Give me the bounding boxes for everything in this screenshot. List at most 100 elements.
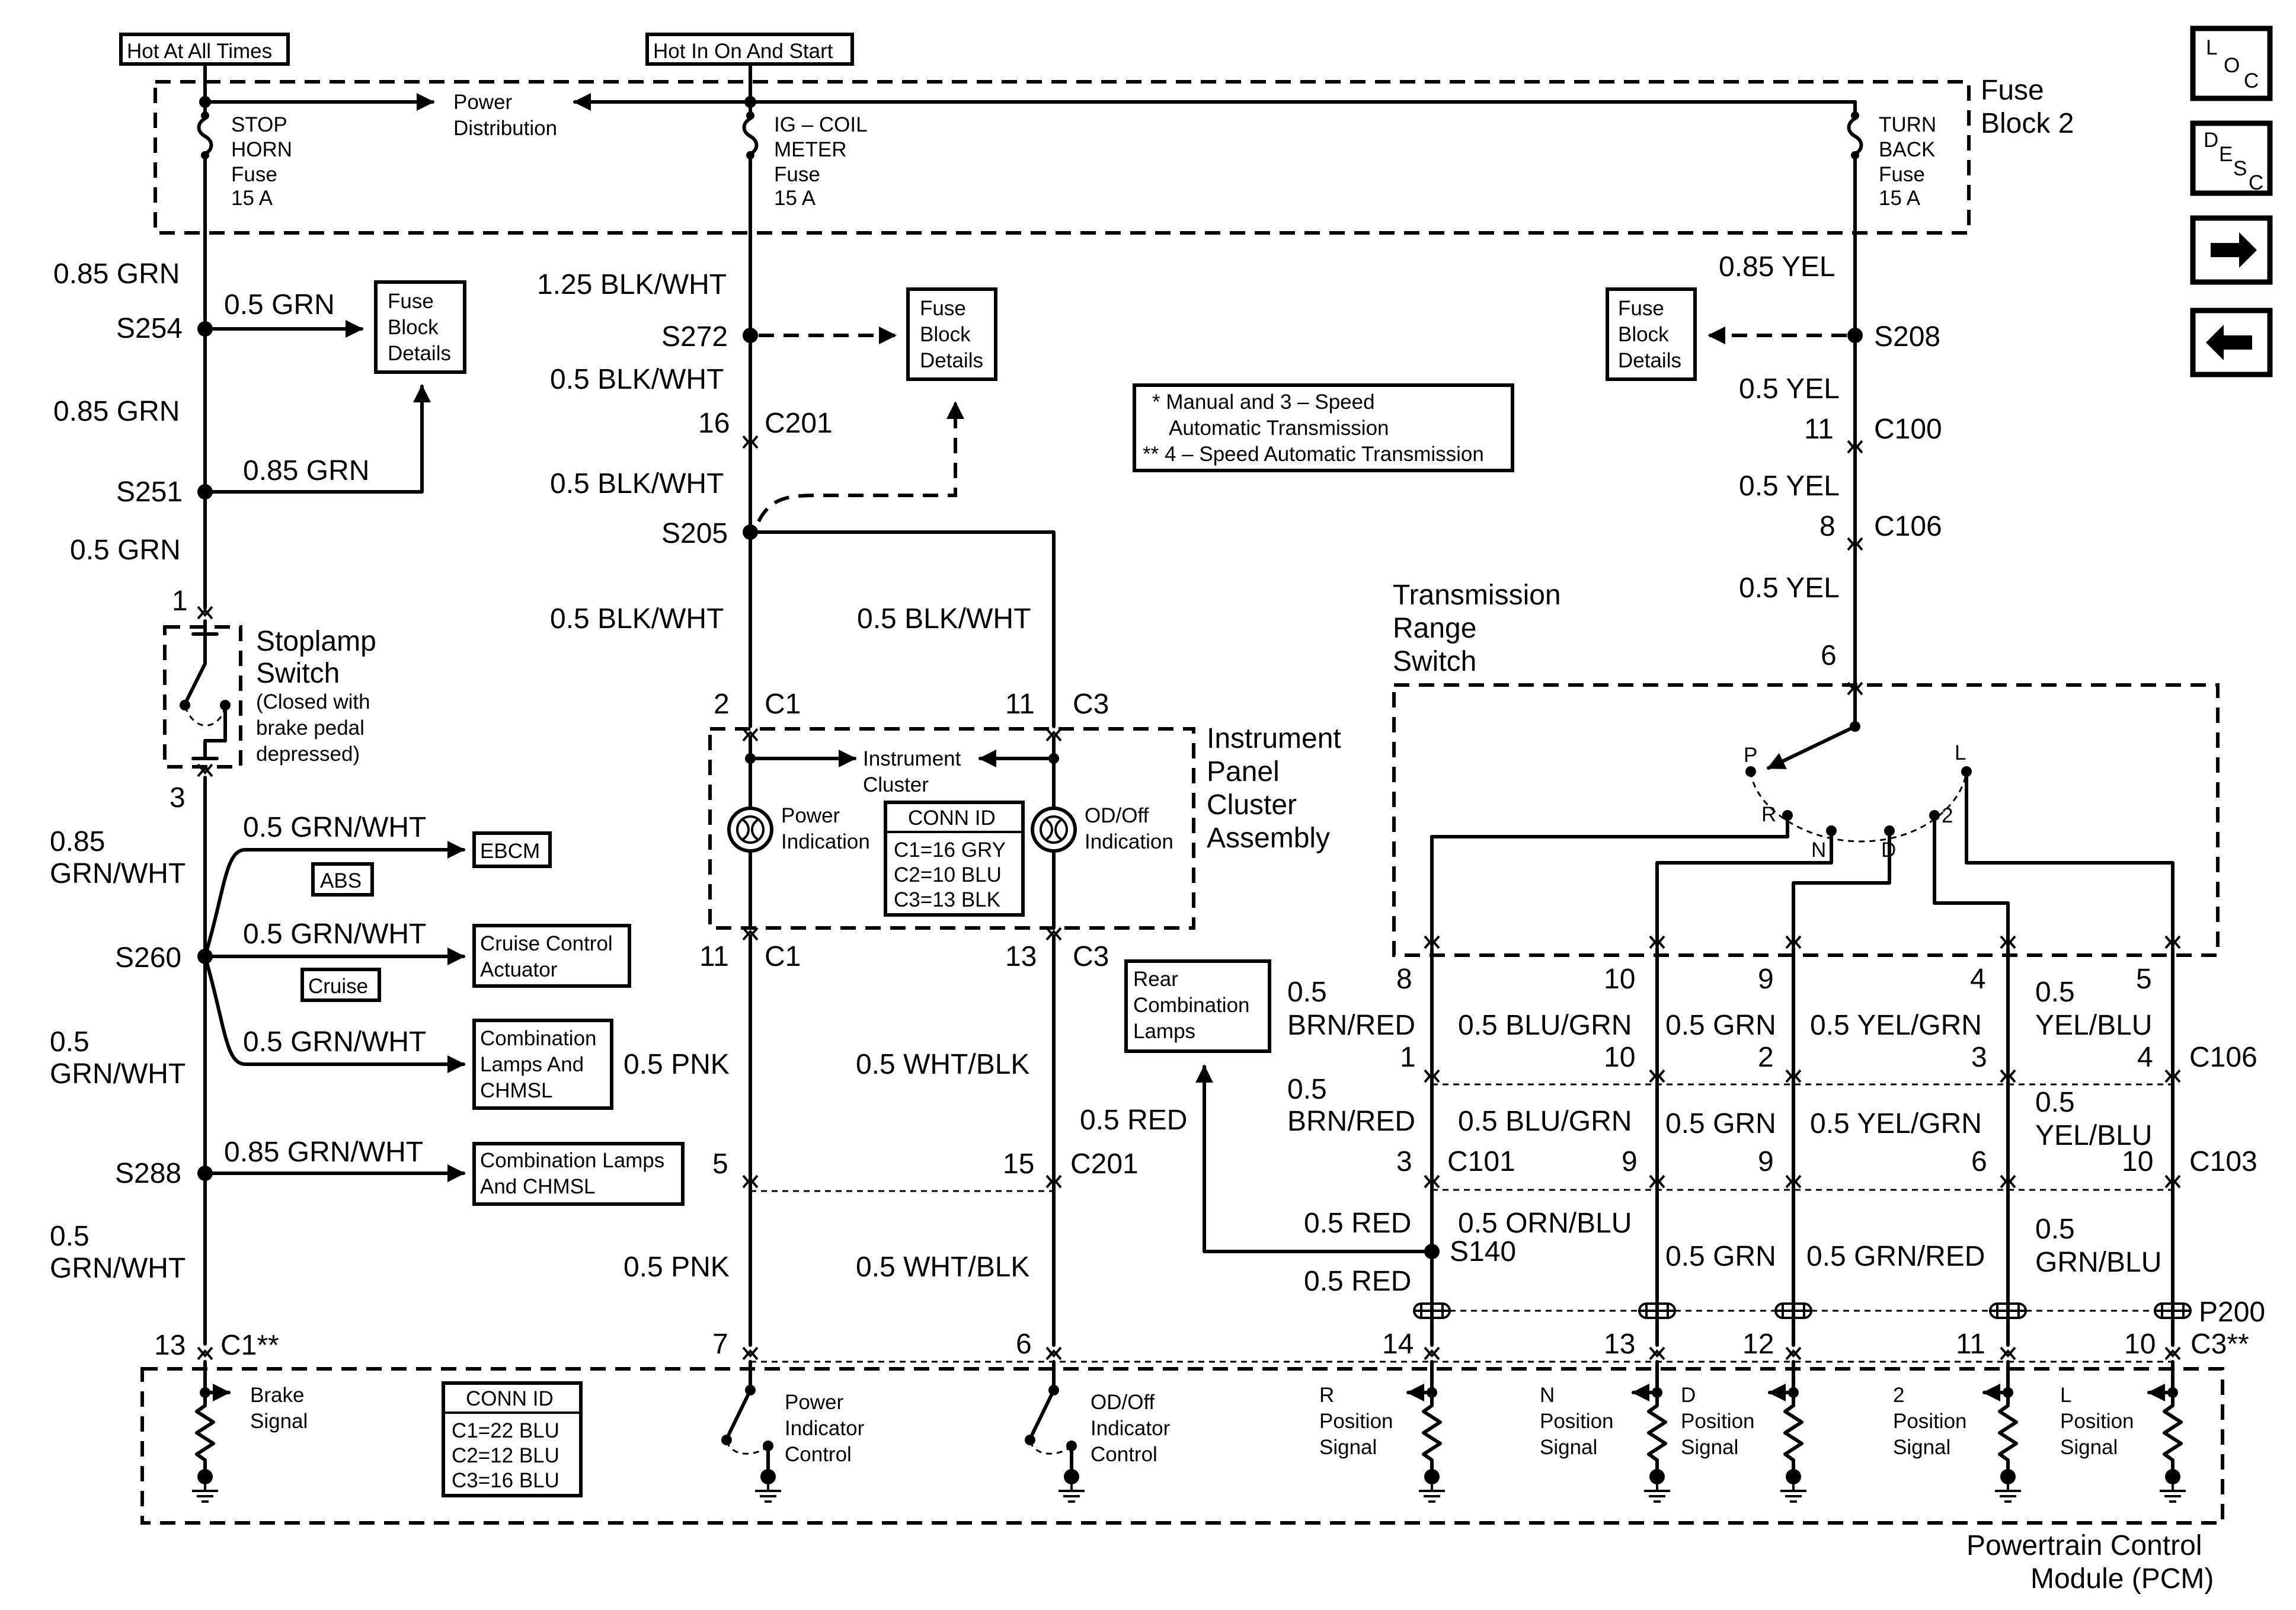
ground-icon — [1779, 1468, 1808, 1503]
c106-pin-3: 3 — [1971, 1042, 1987, 1073]
wire-c-label-3: 0.5 GRN — [1665, 1241, 1776, 1272]
svg-text:Actuator: Actuator — [480, 958, 558, 981]
combination-lamps-box-b[interactable]: Combination Lamps And CHMSL — [472, 1142, 685, 1206]
pcm-conn-c3: C3** — [2191, 1329, 2249, 1360]
wire-label-s260-a: 0.85 — [50, 826, 105, 857]
ipc-conn-c3-top: C3 — [1073, 689, 1109, 720]
cruise-control-actuator-box[interactable]: Cruise Control Actuator — [472, 924, 631, 988]
c106-pin-8: 8 — [1819, 511, 1835, 542]
trs-pos-l: L — [1955, 741, 1966, 764]
svg-text:C3=16 BLU: C3=16 BLU — [452, 1469, 559, 1492]
cluster-label-1: Instrument — [863, 747, 961, 770]
wire-a-label-1a: 0.5 — [1287, 977, 1327, 1008]
ipc-pin-11-out: 11 — [699, 941, 729, 972]
supply-hot-at-all-times: Hot At All Times — [119, 33, 290, 66]
wire-b-label-1a: 0.5 — [1287, 1074, 1327, 1105]
loc-button[interactable]: LOC — [2190, 25, 2273, 101]
pcm-conn-c1: C1** — [220, 1330, 279, 1361]
sig-d-1: D — [1681, 1384, 1696, 1407]
wire-a-label-1b: BRN/RED — [1287, 1010, 1415, 1041]
c101-pin-3: 3 — [1396, 1146, 1412, 1177]
fuse-a-line-1: STOP — [231, 113, 287, 136]
odic-3: Control — [1091, 1443, 1157, 1466]
svg-text:* Manual and 3 – Speed: * Manual and 3 – Speed — [1152, 391, 1375, 414]
fuse-details-box-b[interactable]: Fuse Block Details — [906, 287, 997, 381]
fuse-b-line-2: METER — [774, 138, 847, 161]
transmission-notes-box: * Manual and 3 – Speed Automatic Transmi… — [1133, 383, 1514, 472]
arrow-right-icon — [2211, 232, 2257, 268]
prev-arrow-button[interactable] — [2190, 308, 2273, 377]
ground-icon — [1643, 1468, 1671, 1503]
stoplamp-pin-top: 1 — [172, 585, 188, 617]
transmission-range-switch-outline — [1392, 683, 2220, 957]
svg-text:O: O — [2224, 54, 2240, 77]
wire-c-label-2: 0.5 ORN/BLU — [1458, 1208, 1632, 1239]
svg-text:Fuse: Fuse — [1618, 297, 1664, 320]
ipc-title-4: Assembly — [1207, 822, 1330, 854]
fuse-details-box-a[interactable]: Fuse Block Details — [374, 280, 466, 374]
ipc-conn-c3-out: C3 — [1073, 941, 1109, 972]
trs-title-3: Switch — [1393, 646, 1476, 677]
ipc-title-3: Cluster — [1207, 789, 1297, 821]
trs-out-pin-9: 9 — [1758, 964, 1774, 995]
sig-d-3: Signal — [1681, 1436, 1738, 1459]
instrument-panel-cluster-outline — [708, 727, 1195, 930]
c201-pin-5: 5 — [712, 1148, 728, 1180]
fuse-b-line-4: 15 A — [774, 187, 816, 210]
wire-label-pnk-b: 0.5 PNK — [623, 1251, 730, 1283]
odic-1: OD/Off — [1091, 1391, 1155, 1414]
trs-pos-r: R — [1761, 803, 1776, 826]
ebcm-box[interactable]: EBCM — [472, 831, 552, 868]
fuse-block-title-2: Block 2 — [1981, 108, 2074, 139]
svg-text:Combination: Combination — [480, 1027, 597, 1050]
svg-text:Block: Block — [1618, 323, 1669, 346]
c106-label-bottom: C106 — [2189, 1042, 2257, 1073]
pcm-title-1: Powertrain Control — [1966, 1530, 2202, 1561]
arrow-left-icon — [2206, 325, 2252, 360]
wire-label-s288-b: GRN/WHT — [50, 1058, 186, 1090]
wire-a-label-4: 0.5 YEL/GRN — [1810, 1010, 1982, 1041]
splice-s288: S288 — [115, 1158, 181, 1189]
splice-s254: S254 — [116, 313, 183, 344]
rear-combination-lamps-box[interactable]: Rear Combination Lamps — [1124, 959, 1271, 1053]
sig-2-1: 2 — [1893, 1384, 1904, 1407]
wire-label-pnk-a: 0.5 PNK — [623, 1049, 730, 1080]
svg-text:Lamps And: Lamps And — [480, 1053, 584, 1076]
power-distribution-2: Distribution — [453, 117, 557, 140]
pcm-pin-7: 7 — [712, 1329, 728, 1360]
trs-pos-p: P — [1744, 744, 1757, 767]
odic-2: Indicator — [1091, 1417, 1171, 1440]
stoplamp-title-2: Switch — [256, 658, 340, 689]
next-arrow-button[interactable] — [2190, 215, 2273, 285]
c100-pin-11: 11 — [1804, 414, 1834, 445]
2-signal-resistor-icon — [2000, 1400, 2016, 1470]
svg-text:S: S — [2233, 157, 2247, 180]
c106-pin-10: 10 — [1604, 1042, 1635, 1073]
svg-text:Automatic Transmission: Automatic Transmission — [1169, 417, 1389, 440]
ground-icon — [1057, 1468, 1086, 1503]
power-distribution-1: Power — [453, 91, 513, 114]
c103-label: C103 — [2189, 1146, 2257, 1177]
ipc-title-1: Instrument — [1207, 723, 1341, 754]
wire-label-s288-a: 0.5 — [50, 1026, 89, 1058]
wire-b-label-3: 0.5 GRN — [1665, 1108, 1776, 1140]
pic-3: Control — [785, 1443, 852, 1466]
ipc-conn-c1-top: C1 — [765, 689, 801, 720]
fuse-details-box-c[interactable]: Fuse Block Details — [1606, 287, 1697, 381]
wire-a-label-5a: 0.5 — [2035, 977, 2075, 1008]
fuse-a-line-3: Fuse — [231, 163, 277, 186]
cruise-tag: Cruise — [300, 968, 381, 1002]
fuse-a-line-4: 15 A — [231, 187, 273, 210]
c201-label-top: C201 — [765, 408, 833, 439]
combination-lamps-box-a[interactable]: Combination Lamps And CHMSL — [472, 1019, 613, 1110]
pcm-pin-13: 13 — [154, 1330, 186, 1361]
ipc-pin-11: 11 — [1005, 689, 1035, 720]
c101-label: C101 — [1447, 1146, 1515, 1177]
svg-text:Details: Details — [1618, 349, 1681, 372]
wire-b-label-4: 0.5 YEL/GRN — [1810, 1108, 1982, 1140]
trs-pin-6: 6 — [1821, 640, 1837, 671]
trs-title-1: Transmission — [1393, 580, 1561, 611]
c106-pin-1: 1 — [1400, 1042, 1416, 1073]
turn-back-fuse-icon — [1849, 119, 1862, 154]
